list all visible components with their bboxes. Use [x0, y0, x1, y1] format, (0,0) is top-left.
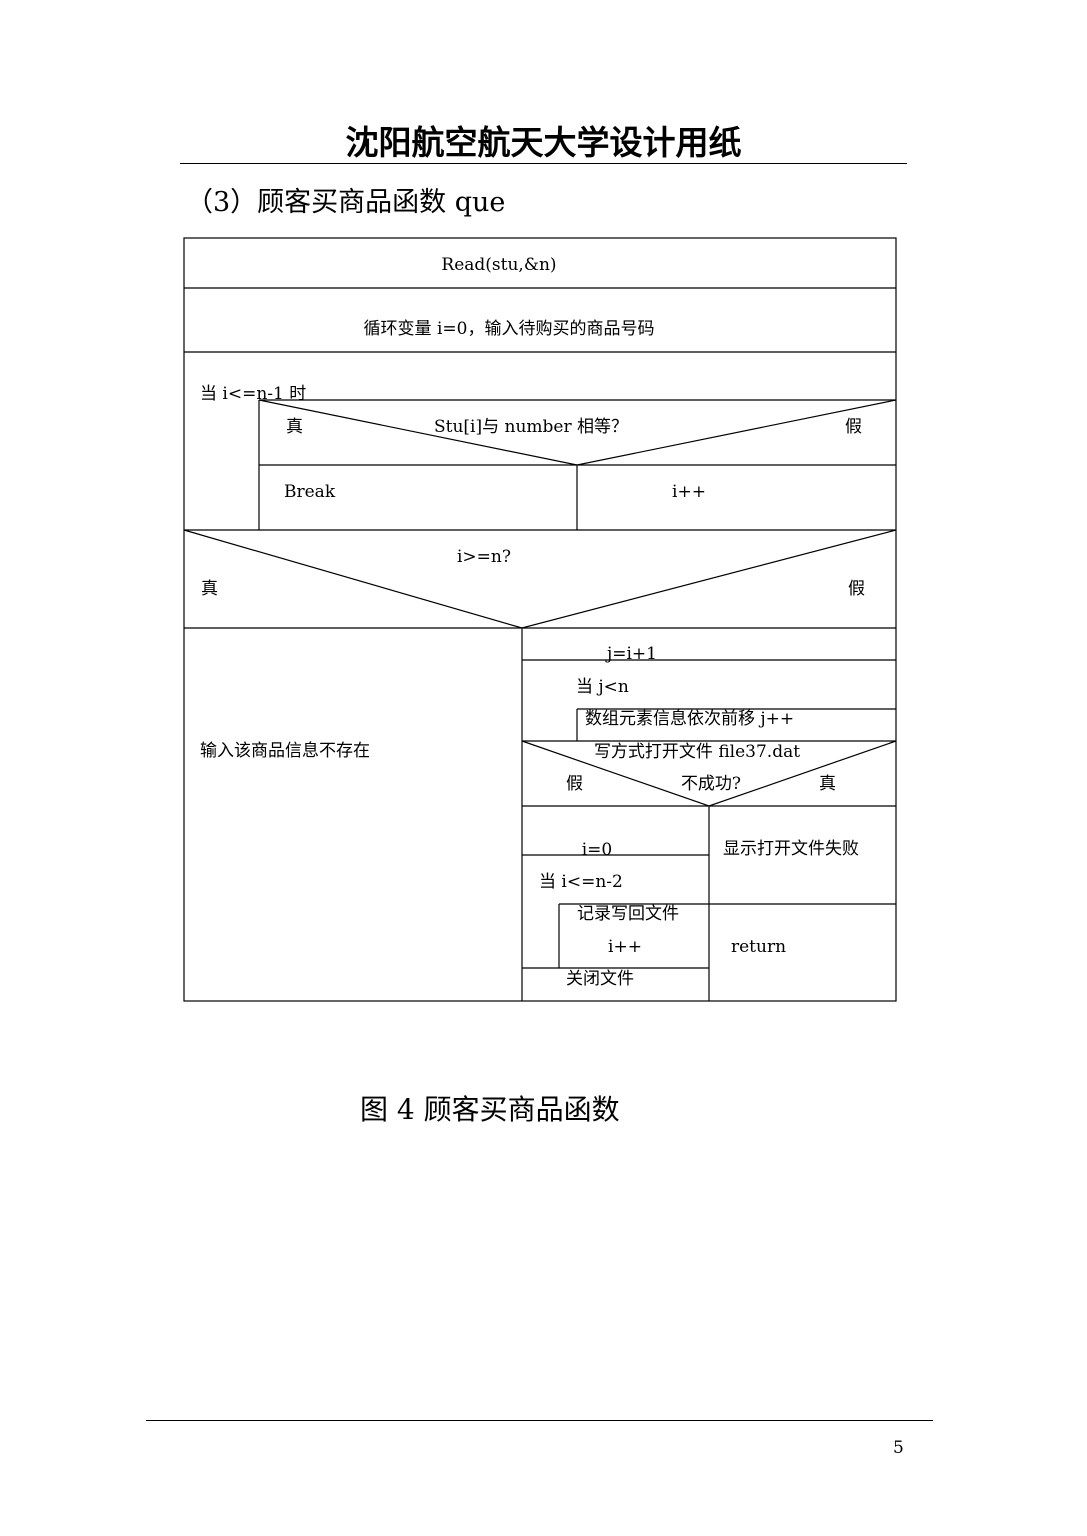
write-record-label: 记录写回文件: [577, 904, 679, 924]
figure-caption: 图 4 顾客买商品函数: [360, 1093, 620, 1126]
open-file-label: 写方式打开文件 file37.dat: [594, 742, 800, 762]
write-increment-label: i++: [608, 937, 642, 957]
break-step-label: Break: [284, 482, 336, 502]
check-decision-shape: [183, 529, 897, 629]
not-exist-msg-label: 输入该商品信息不存在: [200, 741, 370, 761]
read-call-label: Read(stu,&n): [441, 255, 556, 275]
fail-true-label: 真: [819, 774, 836, 794]
check-false-label: 假: [848, 579, 865, 599]
footer-rule: [146, 1420, 933, 1421]
fail-msg-label: 显示打开文件失败: [723, 839, 859, 859]
j-loop-label: 当 j<n: [576, 677, 629, 697]
j-init-label: j=i+1: [605, 644, 657, 664]
page-number: 5: [893, 1438, 904, 1458]
init-step-label: 循环变量 i=0，输入待购买的商品号码: [364, 319, 655, 339]
outer-loop-label: 当 i<=n-1 时: [200, 384, 306, 404]
section-title: （3）顾客买商品函数 que: [186, 187, 506, 218]
compare-cond-label: Stu[i]与 number 相等？: [434, 417, 628, 437]
return-step-label: return: [731, 937, 786, 957]
compare-false-label: 假: [845, 417, 862, 437]
check-true-label: 真: [201, 579, 218, 599]
i-reset-label: i=0: [582, 840, 613, 860]
fail-false-label: 假: [566, 774, 583, 794]
diagram-frame: [183, 237, 897, 1002]
close-file-label: 关闭文件: [566, 969, 634, 989]
check-cond-label: i>=n?: [457, 547, 511, 567]
header-rule: [180, 163, 907, 164]
write-loop-label: 当 i<=n-2: [539, 872, 623, 892]
increment-i-label: i++: [672, 482, 706, 502]
compare-true-label: 真: [286, 417, 303, 437]
page-header: 沈阳航空航天大学设计用纸: [345, 123, 742, 162]
shift-step-label: 数组元素信息依次前移 j++: [585, 709, 794, 729]
fail-cond-label: 不成功?: [681, 774, 741, 794]
